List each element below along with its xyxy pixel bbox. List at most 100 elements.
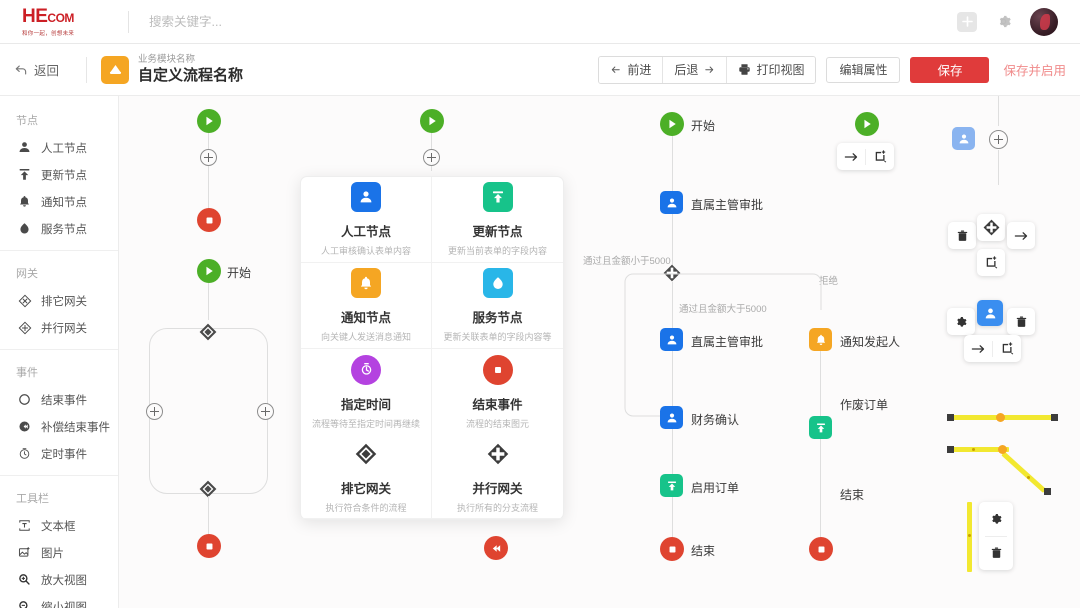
backward-button[interactable]: 后退 — [663, 56, 728, 83]
link-endpoint-handle[interactable] — [1051, 414, 1058, 421]
picker-cell-manual-node[interactable]: 人工节点 人工审核确认表单内容 — [301, 177, 432, 263]
picker-cell-parallel-gateway[interactable]: 并行网关 执行所有的分支流程 — [432, 435, 563, 519]
arrow-right-icon[interactable] — [964, 335, 992, 362]
start-node[interactable] — [197, 109, 221, 133]
link-midpoint-handle[interactable] — [968, 534, 971, 537]
flow-node-enable-order[interactable] — [660, 474, 683, 497]
gateway-bottom[interactable] — [199, 480, 217, 498]
arrow-right-icon[interactable] — [837, 143, 865, 170]
link-endpoint-handle[interactable] — [947, 414, 954, 421]
trash-icon[interactable] — [982, 536, 1010, 570]
picker-cell-service-node[interactable]: 服务节点 更新关联表单的字段内容等 — [432, 263, 563, 349]
flow-start-node[interactable] — [660, 112, 684, 136]
sidebar-item-image[interactable]: 图片 — [0, 539, 118, 566]
gear-icon[interactable] — [995, 13, 1012, 30]
add-node-handle[interactable] — [200, 149, 217, 166]
link-sample-bent-h[interactable] — [949, 447, 1009, 452]
sidebar-item-zoom-out[interactable]: 缩小视图 — [0, 593, 118, 608]
gateway-top[interactable] — [199, 323, 217, 341]
sidebar-item-update-node[interactable]: 更新节点 — [0, 161, 118, 188]
parallel-gateway-icon[interactable] — [977, 214, 1005, 241]
edit-properties-button[interactable]: 编辑属性 — [826, 56, 901, 83]
node-toolbar-2-bottom[interactable] — [977, 249, 1005, 276]
avatar[interactable] — [1030, 7, 1058, 36]
end-node-2[interactable] — [197, 534, 221, 558]
sidebar-item-end-event[interactable]: 结束事件 — [0, 386, 118, 413]
node-toolbar-3-gear[interactable] — [947, 308, 975, 335]
forward-button[interactable]: 前进 — [599, 56, 664, 83]
trash-icon[interactable] — [1007, 308, 1035, 335]
trash-icon[interactable] — [948, 222, 976, 249]
sidebar-item-compensate-end-event[interactable]: 补偿结束事件 — [0, 413, 118, 440]
link-waypoint-handle[interactable] — [1027, 476, 1030, 479]
branch-node-notify-initiator[interactable] — [809, 328, 832, 351]
flow-canvas[interactable]: 开始 — [119, 96, 1080, 608]
save-button[interactable]: 保存 — [910, 56, 990, 83]
node-toolbar-3-bottom[interactable] — [964, 335, 1021, 362]
flow-node-finance-confirm[interactable] — [660, 406, 683, 429]
node-toolbar-1[interactable] — [837, 143, 894, 170]
add-shape-icon[interactable] — [977, 249, 1005, 276]
sidebar-item-manual-node[interactable]: 人工节点 — [0, 134, 118, 161]
branch-node-end[interactable] — [809, 537, 833, 561]
picker-cell-update-node[interactable]: 更新节点 更新当前表单的字段内容 — [432, 177, 563, 263]
brand-logo[interactable]: HECOM 和你一起，创想未来 — [0, 7, 120, 37]
picker-cell-notify-node[interactable]: 通知节点 向关键人发送消息通知 — [301, 263, 432, 349]
add-node-handle-left[interactable] — [146, 403, 163, 420]
start-node-3[interactable] — [420, 109, 444, 133]
link-toolbar-vertical[interactable] — [979, 502, 1013, 570]
node-toolbar-3-trash[interactable] — [1007, 308, 1035, 335]
edit-properties-label: 编辑属性 — [839, 63, 888, 77]
add-shape-icon[interactable] — [866, 143, 894, 170]
flow-node-manager-approval-2[interactable] — [660, 328, 683, 351]
link-sample-bent-diag[interactable] — [1001, 451, 1047, 493]
loop-shape[interactable] — [149, 328, 268, 494]
branch-node-void-order[interactable] — [809, 416, 832, 439]
link-sample-vertical[interactable] — [967, 502, 972, 572]
picker-cell-exclusive-gateway[interactable]: 排它网关 执行符合条件的流程 — [301, 435, 432, 519]
add-node-handle-3[interactable] — [989, 130, 1008, 149]
node-label: 结束 — [840, 488, 865, 502]
sidebar-item-parallel-gateway[interactable]: 并行网关 — [0, 314, 118, 341]
person-icon[interactable] — [977, 300, 1003, 326]
specimen-user-node-selected[interactable] — [952, 127, 975, 150]
add-shape-icon[interactable] — [993, 335, 1021, 362]
link-midpoint-handle[interactable] — [996, 413, 1005, 422]
sidebar-item-exclusive-gateway[interactable]: 排它网关 — [0, 287, 118, 314]
picker-cell-timer[interactable]: 指定时间 流程等待至指定时间再继续 — [301, 349, 432, 435]
add-node-handle-2[interactable] — [423, 149, 440, 166]
end-node[interactable] — [197, 208, 221, 232]
flow-gateway[interactable] — [663, 264, 681, 282]
sidebar-item-service-node[interactable]: 服务节点 — [0, 215, 118, 242]
sidebar-item-timer-event[interactable]: 定时事件 — [0, 440, 118, 467]
flow-node-end[interactable] — [660, 537, 684, 561]
node-picker-popup[interactable]: 人工节点 人工审核确认表单内容 更新节点 更新当前表单的字段内容 通知节点 向关… — [300, 176, 564, 520]
sidebar-item-textbox[interactable]: 文本框 — [0, 512, 118, 539]
link-endpoint-handle[interactable] — [947, 446, 954, 453]
link-midpoint-handle[interactable] — [998, 445, 1007, 454]
sidebar-item-notify-node[interactable]: 通知节点 — [0, 188, 118, 215]
node-label: 作废订单 — [840, 398, 889, 412]
search-input[interactable] — [149, 14, 449, 29]
link-endpoint-handle[interactable] — [1044, 488, 1051, 495]
node-toolbar-2-right[interactable] — [1007, 222, 1035, 249]
start-node-2[interactable] — [197, 259, 221, 283]
node-toolbar-2-center[interactable] — [977, 214, 1005, 241]
print-button[interactable]: 打印视图 — [727, 56, 816, 83]
back-button[interactable]: 返回 — [0, 60, 72, 79]
picker-cell-end-event[interactable]: 结束事件 流程的结束图元 — [432, 349, 563, 435]
specimen-start-node[interactable] — [855, 112, 879, 136]
sidebar-item-zoom-in[interactable]: 放大视图 — [0, 566, 118, 593]
gear-icon[interactable] — [947, 308, 975, 335]
bell-icon — [351, 268, 381, 298]
add-node-handle-right[interactable] — [257, 403, 274, 420]
node-toolbar-3-center[interactable] — [977, 300, 1003, 326]
save-and-enable-button[interactable]: 保存并启用 — [1003, 60, 1066, 79]
arrow-right-icon[interactable] — [1007, 222, 1035, 249]
node-toolbar-2-left[interactable] — [948, 222, 976, 249]
link-waypoint-handle[interactable] — [972, 448, 975, 451]
gear-icon[interactable] — [982, 502, 1010, 536]
add-icon[interactable] — [957, 11, 977, 32]
rewind-button[interactable] — [484, 536, 508, 560]
flow-node-manager-approval-1[interactable] — [660, 191, 683, 214]
